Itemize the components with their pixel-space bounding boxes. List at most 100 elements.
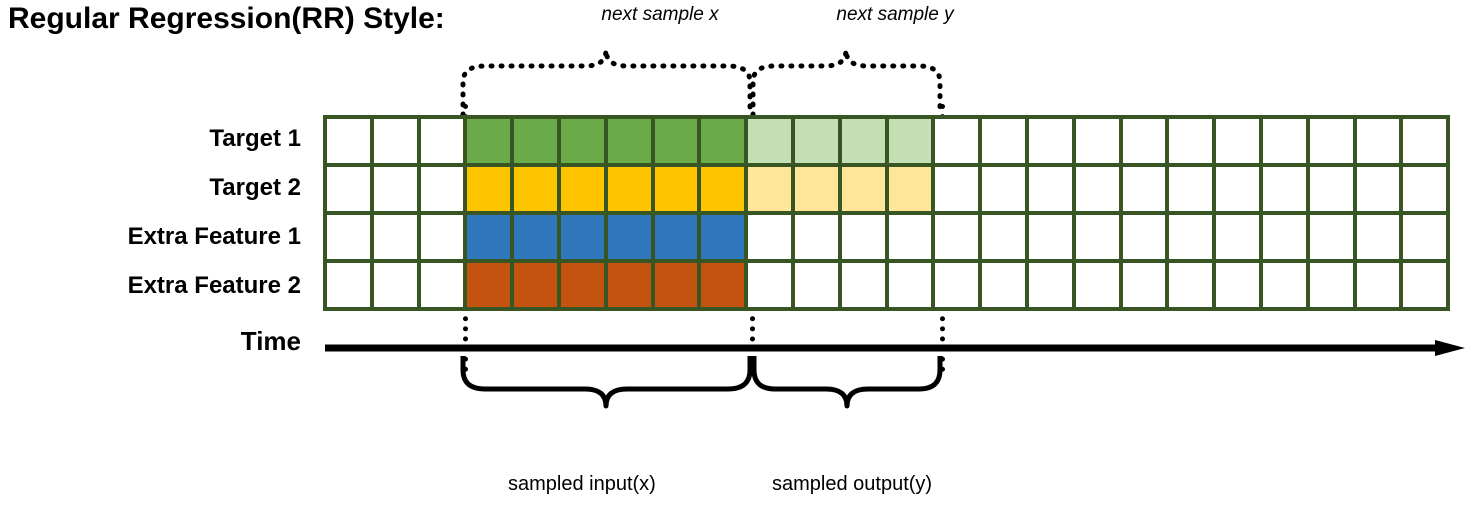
row-label-extra-feature-1: Extra Feature 1: [127, 223, 301, 250]
grid-row: [327, 167, 1447, 211]
grid-cell-empty: [1028, 167, 1072, 211]
grid-cell-output: [841, 119, 885, 163]
grid-cell-empty: [1216, 119, 1259, 163]
grid-cell-input: [514, 119, 557, 163]
grid-cell-empty: [1309, 167, 1353, 211]
grid-cell-empty: [420, 215, 464, 259]
caption-sampled-input: sampled input(x) lookback=6 input_featur…: [508, 422, 698, 516]
grid-cell-empty: [327, 167, 370, 211]
grid-cell-output: [748, 167, 791, 211]
annotation-next-sample-y: next sample y: [836, 4, 954, 25]
grid-cell-empty: [1403, 119, 1447, 163]
grid-cell-empty: [420, 119, 464, 163]
grid-cell-empty: [1356, 167, 1400, 211]
grid-cell-empty: [794, 263, 838, 307]
grid-cell-empty: [373, 263, 417, 307]
grid-cell-input: [560, 215, 604, 259]
bottom-braces: [460, 356, 943, 409]
row-label-target-1: Target 1: [209, 125, 301, 152]
grid-cell-empty: [1122, 263, 1166, 307]
grid-cell-empty: [1262, 167, 1306, 211]
row-label-target-2: Target 2: [209, 174, 301, 201]
grid-cell-output: [888, 119, 932, 163]
grid-cell-empty: [1028, 119, 1072, 163]
grid-cell-empty: [373, 119, 417, 163]
grid-cell-empty: [1169, 263, 1213, 307]
grid-cell-empty: [1122, 167, 1166, 211]
grid-cell-empty: [373, 167, 417, 211]
grid-cell-output: [841, 167, 885, 211]
grid-cell-empty: [935, 263, 979, 307]
grid-cell-empty: [935, 215, 979, 259]
grid-cell-input: [467, 215, 511, 259]
grid-cell-empty: [1169, 215, 1213, 259]
caption-input-line1: sampled input(x): [508, 473, 656, 495]
grid-cell-empty: [327, 119, 370, 163]
grid-cell-output: [748, 119, 791, 163]
grid-cell-empty: [1262, 263, 1306, 307]
grid-cell-empty: [1262, 119, 1306, 163]
grid-cell-empty: [1309, 215, 1353, 259]
grid-cell-empty: [1169, 167, 1213, 211]
time-axis-label: Time: [240, 326, 301, 356]
grid-cell-input: [514, 167, 557, 211]
grid-cell-empty: [841, 263, 885, 307]
time-axis-arrow: [325, 340, 1465, 356]
row-label-column: Target 1 Target 2 Extra Feature 1 Extra …: [0, 115, 313, 311]
grid-cell-empty: [1122, 215, 1166, 259]
grid-cell-output: [888, 167, 932, 211]
grid-cell-empty: [1403, 263, 1447, 307]
grid-cell-empty: [888, 263, 932, 307]
grid-row: [327, 215, 1447, 259]
grid-cell-empty: [888, 215, 932, 259]
grid-cell-output: [794, 167, 838, 211]
grid-cell-empty: [1356, 215, 1400, 259]
grid-cell-empty: [1216, 167, 1259, 211]
grid-cell-input: [560, 167, 604, 211]
grid-cell-empty: [1356, 263, 1400, 307]
grid-cell-input: [654, 167, 698, 211]
grid-cell-input: [514, 263, 557, 307]
grid-cell-empty: [935, 119, 979, 163]
grid-cell-empty: [841, 215, 885, 259]
grid-cell-empty: [327, 263, 370, 307]
grid-row: [327, 119, 1447, 163]
caption-sampled-output: sampled output(y) horizon=4 output_featu…: [772, 422, 974, 516]
grid-cell-input: [560, 119, 604, 163]
grid-cell-input: [467, 167, 511, 211]
grid-cell-empty: [420, 167, 464, 211]
page-title: Regular Regression(RR) Style:: [8, 2, 445, 35]
grid-cell-empty: [748, 215, 791, 259]
grid-cell-input: [701, 167, 745, 211]
grid-cell-empty: [1262, 215, 1306, 259]
grid-cell-empty: [982, 215, 1025, 259]
grid-cell-empty: [1216, 263, 1259, 307]
grid-cell-empty: [1169, 119, 1213, 163]
grid-cell-empty: [1309, 263, 1353, 307]
grid-cell-input: [514, 215, 557, 259]
grid-cell-empty: [373, 215, 417, 259]
grid-cell-empty: [935, 167, 979, 211]
grid-cell-empty: [1403, 215, 1447, 259]
grid-row: [327, 263, 1447, 307]
grid-cell-empty: [1075, 263, 1119, 307]
grid-cell-input: [654, 119, 698, 163]
grid-cell-input: [467, 263, 511, 307]
grid-cell-empty: [1075, 167, 1119, 211]
grid-cell-empty: [1075, 119, 1119, 163]
grid-cell-input: [701, 119, 745, 163]
grid-cell-input: [607, 119, 651, 163]
annotation-next-sample-x: next sample x: [601, 4, 719, 25]
grid-cell-input: [560, 263, 604, 307]
grid-cell-empty: [982, 263, 1025, 307]
grid-cell-empty: [1122, 119, 1166, 163]
grid-cell-empty: [1356, 119, 1400, 163]
grid-cell-input: [701, 215, 745, 259]
grid-cell-input: [607, 215, 651, 259]
caption-output-line1: sampled output(y): [772, 473, 933, 495]
grid-cell-empty: [420, 263, 464, 307]
row-label-extra-feature-2: Extra Feature 2: [127, 272, 301, 299]
timeseries-grid: [323, 115, 1450, 311]
grid-cell-empty: [982, 119, 1025, 163]
